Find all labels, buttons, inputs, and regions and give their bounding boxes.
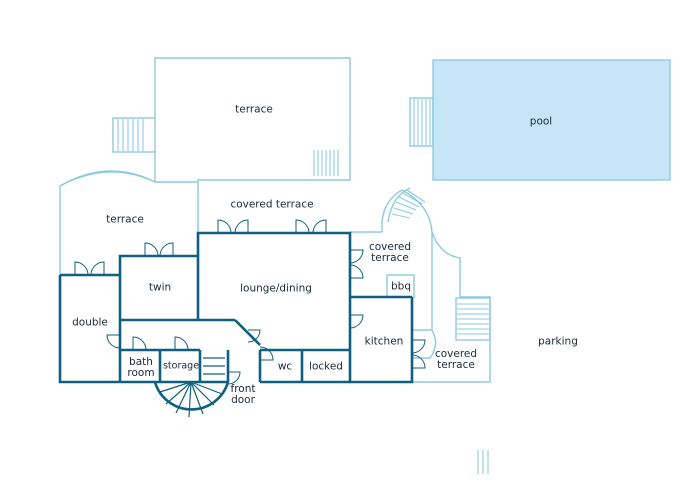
label-storage: storage <box>162 360 200 372</box>
label-covered-terrace-top: covered terrace <box>230 198 314 211</box>
pool-area <box>432 59 671 181</box>
upper-terrace-steps-left <box>112 117 156 153</box>
label-front-door: front door <box>230 383 256 406</box>
label-locked: locked <box>309 360 343 373</box>
pool-steps <box>409 97 434 147</box>
lower-right-steps <box>455 297 491 341</box>
label-terrace-top: terrace <box>235 103 273 116</box>
doors <box>74 219 426 385</box>
spiral-staircase <box>153 357 230 418</box>
label-pool: pool <box>529 115 553 128</box>
upper-terrace-steps-right <box>313 150 339 176</box>
label-covered-terrace-bottom: covered terrace <box>434 348 478 371</box>
interior-walls <box>58 231 414 384</box>
label-wc: wc <box>277 360 293 373</box>
label-parking: parking <box>538 335 578 348</box>
label-twin: twin <box>148 281 172 294</box>
label-bbq: bbq <box>391 280 411 293</box>
right-terrace-outline <box>350 189 461 297</box>
label-kitchen: kitchen <box>364 335 404 348</box>
label-covered-terrace-right: covered terrace <box>368 241 412 264</box>
curved-steps <box>387 187 426 223</box>
parking-marker <box>477 450 489 474</box>
label-terrace-left: terrace <box>106 213 144 226</box>
upper-terrace-outline <box>154 57 351 233</box>
label-bathroom: bath room <box>127 356 155 379</box>
label-lounge-dining: lounge/dining <box>240 282 312 295</box>
label-double: double <box>72 316 108 329</box>
